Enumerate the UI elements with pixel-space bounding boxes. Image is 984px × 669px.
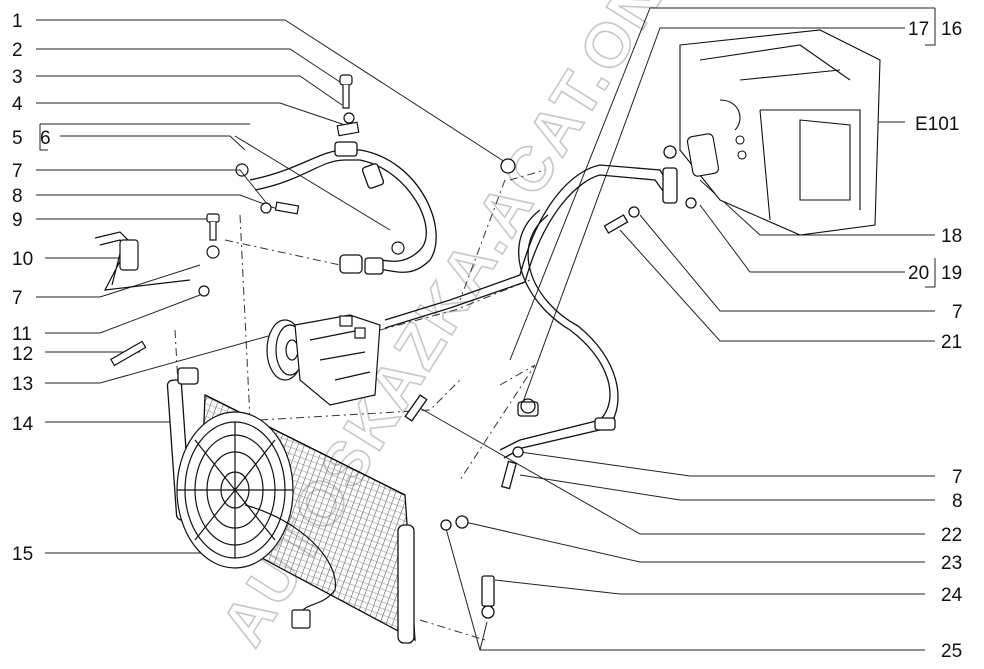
- callout-16: 16: [941, 19, 962, 40]
- nut: [500, 158, 516, 174]
- pressure-switch-pipe: [94, 231, 191, 291]
- callout-8: 8: [12, 186, 23, 207]
- expansion-valve: [686, 133, 720, 177]
- callout-10: 10: [12, 249, 33, 270]
- washer: [206, 245, 220, 259]
- bolt: [339, 74, 353, 86]
- callout-7: 7: [12, 161, 23, 182]
- callout-24: 24: [941, 585, 963, 606]
- callout-7c: 7: [952, 302, 963, 323]
- callout-3: 3: [12, 67, 23, 88]
- callout-9: 9: [12, 210, 23, 231]
- callout-7b: 7: [12, 288, 23, 309]
- evaporator-unit: [679, 29, 881, 236]
- o-ring: [520, 398, 536, 414]
- callout-1: 1: [12, 11, 23, 32]
- callout-7d: 7: [952, 467, 963, 488]
- callout-11: 11: [12, 324, 32, 345]
- right-pipes: [384, 145, 697, 619]
- pipe-flange: [662, 167, 678, 204]
- callout-23: 23: [941, 553, 962, 574]
- callout-21: 21: [941, 332, 962, 353]
- callout-5: 5: [12, 128, 23, 149]
- callout-8b: 8: [952, 491, 963, 512]
- upper-hose: [249, 141, 437, 275]
- pipe-fitting: [594, 417, 616, 431]
- callout-20: 20: [908, 263, 929, 284]
- pressure-switch: [119, 239, 139, 271]
- nut: [455, 515, 469, 529]
- o-ring: [685, 197, 697, 209]
- callout-17: 17: [908, 19, 929, 40]
- callout-4: 4: [12, 94, 23, 115]
- bolt: [110, 340, 147, 367]
- o-ring: [198, 285, 210, 297]
- bolt: [603, 214, 629, 234]
- washer: [260, 202, 272, 214]
- small-parts-left: [94, 74, 405, 367]
- callout-19: 19: [941, 263, 962, 284]
- bolt: [206, 213, 220, 223]
- callout-25: 25: [941, 641, 962, 662]
- callout-22: 22: [941, 525, 962, 546]
- o-ring: [235, 163, 249, 177]
- bolt: [481, 575, 495, 607]
- washer: [440, 519, 452, 531]
- o-ring: [391, 241, 405, 255]
- right-callouts: 17 16 E101 18 20 19 7 21 7 8 22 23 24 25: [908, 19, 963, 662]
- pipe-fitting: [517, 401, 539, 417]
- bolt: [404, 394, 428, 422]
- callout-2: 2: [12, 40, 23, 61]
- right-leader-lines: [419, 7, 936, 651]
- clamp: [336, 121, 360, 137]
- bolt: [500, 460, 518, 490]
- callout-15: 15: [12, 544, 33, 565]
- left-callouts: 1 2 3 4 5 6 7 8 9 10 7 11 12 13 14 15: [12, 11, 51, 565]
- o-ring: [663, 145, 677, 159]
- washer: [343, 112, 355, 124]
- washer: [481, 605, 495, 619]
- fan-connector: [291, 609, 311, 629]
- callout-18: 18: [941, 226, 962, 247]
- callout-13: 13: [12, 374, 33, 395]
- callout-12: 12: [12, 344, 33, 365]
- compressor: [266, 314, 381, 406]
- callout-6: 6: [40, 128, 51, 149]
- cooling-fan: [176, 411, 336, 629]
- washer: [628, 206, 640, 218]
- washer: [512, 446, 524, 458]
- receiver-drier: [397, 524, 415, 644]
- bolt: [274, 201, 300, 215]
- callout-e101: E101: [915, 114, 959, 135]
- callout-14: 14: [12, 414, 34, 435]
